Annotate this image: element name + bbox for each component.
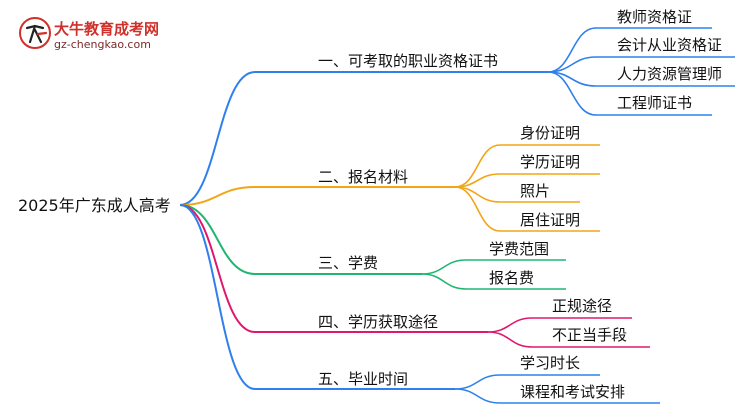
leaf-5-2: 课程和考试安排 xyxy=(520,383,626,401)
leaf-2-2: 学历证明 xyxy=(520,153,581,171)
branch-5-curve xyxy=(179,204,256,390)
leaf-2-4-curve xyxy=(454,186,501,232)
leaf-4-1: 正规途径 xyxy=(552,297,613,315)
leaf-1-2: 会计从业资格证 xyxy=(617,36,723,54)
branch-4-label: 四、学历获取途径 xyxy=(318,313,439,331)
leaf-3-2-curve xyxy=(421,273,467,290)
leaf-1-1: 教师资格证 xyxy=(617,8,693,26)
branch-3-label: 三、学费 xyxy=(318,254,379,272)
leaf-3-2: 报名费 xyxy=(489,269,535,287)
leaf-2-4: 居住证明 xyxy=(520,211,581,229)
leaf-4-2-curve xyxy=(487,331,533,348)
logo-title: 大牛教育成考网 xyxy=(54,20,160,38)
branch-3-curve xyxy=(179,204,256,275)
leaf-4-2: 不正当手段 xyxy=(552,326,628,344)
leaf-5-2-curve xyxy=(454,388,501,404)
branch-2-label: 二、报名材料 xyxy=(318,168,409,186)
leaf-2-1: 身份证明 xyxy=(520,124,581,142)
leaf-3-1: 学费范围 xyxy=(489,240,550,258)
leaf-1-4: 工程师证书 xyxy=(617,94,693,112)
leaf-2-3: 照片 xyxy=(520,182,551,200)
leaf-3-1-curve xyxy=(421,259,467,275)
leaf-4-1-curve xyxy=(487,317,533,333)
leaf-5-1: 学习时长 xyxy=(520,354,581,372)
logo-mark-icon xyxy=(19,17,51,49)
logo: 大牛教育成考网 gz-chengkao.com xyxy=(18,14,178,54)
logo-url: gz-chengkao.com xyxy=(54,38,151,51)
branch-2-curve xyxy=(179,186,256,206)
branch-1-curve xyxy=(179,71,256,206)
leaf-1-3: 人力资源管理师 xyxy=(617,65,723,83)
branch-4-curve xyxy=(179,204,256,333)
leaf-1-4-curve xyxy=(547,71,597,116)
root-node: 2025年广东成人高考 xyxy=(18,196,171,215)
leaf-5-1-curve xyxy=(454,374,501,390)
branch-1-label: 一、可考取的职业资格证书 xyxy=(318,52,499,70)
branch-5-label: 五、毕业时间 xyxy=(318,370,409,388)
